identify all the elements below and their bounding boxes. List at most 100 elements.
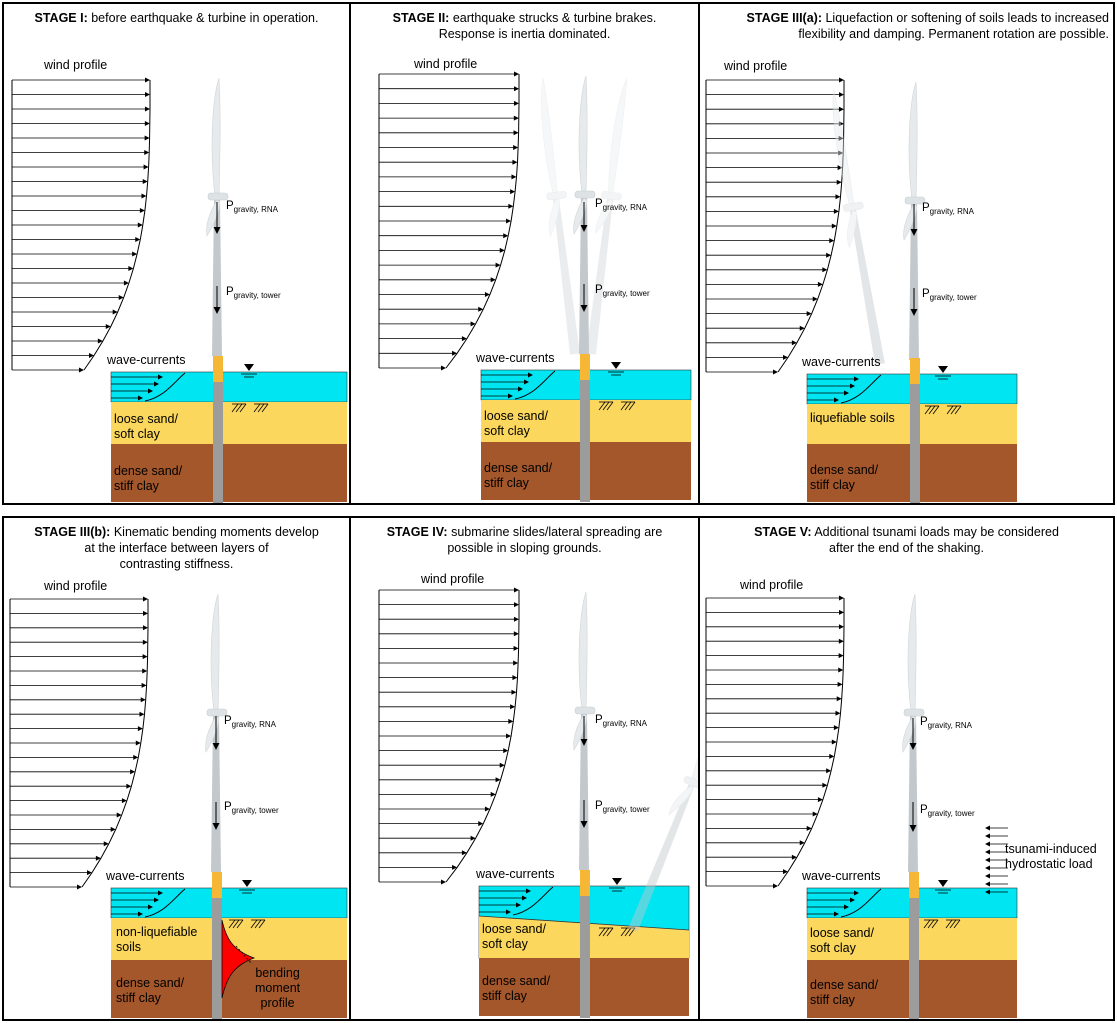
- gravity-arrow-rna: [580, 202, 588, 232]
- wave-current-arrows: [111, 888, 186, 918]
- water-level-triangle: [938, 366, 948, 373]
- wind-arrow-head: [495, 262, 501, 268]
- tsunami-arrow-head: [985, 825, 990, 831]
- hatch-line: [598, 927, 606, 937]
- turbine-tower: [579, 198, 589, 354]
- wind-arrow-head: [484, 292, 490, 297]
- wind-arrow-head: [512, 159, 518, 165]
- wave-arrow-head: [138, 911, 143, 917]
- wind-arrow-head: [142, 639, 148, 645]
- water-layer: [110, 371, 348, 403]
- wind-arrow-head: [144, 135, 150, 141]
- turbine-blade: [832, 89, 855, 208]
- hatch-line: [949, 919, 957, 929]
- stage-3a-title: STAGE III(a): Liquefaction or softening …: [700, 10, 1113, 42]
- wave-current-arrows: [479, 886, 554, 916]
- stage-description-line2: flexibility and damping. Permanent rotat…: [798, 27, 1109, 41]
- wave-arrow-head: [506, 909, 511, 915]
- hatch-line: [606, 401, 614, 411]
- wave-arrow-head: [850, 383, 855, 389]
- stage-description-line2: at the interface between layers of: [84, 541, 269, 555]
- wind-turbine-ghost-right: [586, 78, 628, 355]
- stage-description-line2: after the end of the shaking.: [829, 541, 984, 555]
- tsunami-arrow-head: [985, 849, 990, 855]
- loose-soil-label: loose sand/soft clay: [114, 412, 178, 441]
- wind-arrow-head: [829, 753, 835, 759]
- panel-stage-4: STAGE IV: submarine slides/lateral sprea…: [349, 516, 700, 1021]
- wind-arrow-head: [503, 748, 509, 754]
- loose-soil-label: loose sand/soft clay: [484, 409, 548, 438]
- hatch-line: [239, 403, 247, 413]
- turbine-body: [573, 75, 596, 354]
- wind-profile-envelope: [83, 80, 151, 371]
- wind-arrow-head: [145, 77, 150, 83]
- tsunami-arrow-head: [985, 841, 990, 847]
- hatch-line: [257, 403, 265, 413]
- turbine-blade: [211, 77, 221, 197]
- wave-arrow-head: [154, 897, 159, 903]
- wind-arrow-head: [838, 624, 844, 630]
- hatch-line: [927, 919, 935, 929]
- loose-soil-layer: [111, 402, 347, 444]
- wind-profile-label: wind profile: [740, 578, 804, 592]
- wind-arrow-head: [508, 718, 514, 724]
- turbine-blade: [578, 75, 588, 195]
- wave-arrow-head: [138, 395, 143, 401]
- wave-profile-envelope: [144, 372, 186, 402]
- wind-arrow-head: [143, 596, 148, 602]
- p-gravity-tower-label: Pgravity, tower: [226, 286, 281, 300]
- wind-arrow-head: [144, 92, 150, 97]
- dense-soil-label: dense sand/stiff clay: [482, 974, 551, 1003]
- gravity-arrow-head: [580, 225, 588, 232]
- wind-arrow-head: [799, 840, 805, 846]
- wind-arrow-head: [838, 638, 844, 644]
- gravity-arrow-rna: [910, 204, 918, 236]
- wind-arrow-head: [822, 782, 828, 788]
- turbine-body: [541, 77, 580, 355]
- gravity-arrow-head: [909, 743, 917, 750]
- turbine-blade: [668, 784, 694, 816]
- stage-1-diagram: [11, 77, 348, 503]
- wind-arrow-head: [835, 194, 841, 200]
- wind-arrow-head: [470, 835, 476, 841]
- wave-arrow-head: [158, 890, 163, 896]
- wind-arrow-head: [126, 783, 132, 789]
- wind-arrow-head: [514, 587, 519, 593]
- wave-arrow-head: [522, 895, 527, 901]
- wind-arrow-head: [837, 165, 843, 171]
- p-gravity-tower-label: Pgravity, tower: [595, 800, 650, 814]
- loose-soil-label: loose sand/soft clay: [482, 922, 546, 951]
- turbine-nacelle: [207, 192, 229, 201]
- tsunami-arrow-head: [985, 881, 990, 887]
- wind-arrow-head: [452, 864, 458, 870]
- stage-5-title: STAGE V: Additional tsunami loads may be…: [700, 524, 1113, 556]
- stage-3b-diagram: [9, 593, 348, 1019]
- hatch-line: [953, 919, 961, 929]
- monopile-upper: [909, 872, 919, 898]
- wind-arrow-head: [831, 223, 837, 229]
- turbine-tower: [212, 200, 222, 356]
- wind-arrow-head: [112, 309, 118, 315]
- wind-arrow-head: [441, 879, 446, 885]
- wind-arrow-head: [812, 296, 818, 302]
- wind-arrow-head: [513, 660, 519, 666]
- wind-arrow-head: [461, 850, 467, 856]
- turbine-blade: [908, 81, 918, 201]
- hatch-line: [931, 919, 939, 929]
- wave-arrow-head: [158, 374, 163, 380]
- wave-arrow-head: [844, 390, 849, 396]
- hatch-line: [232, 919, 240, 929]
- hatch-line: [628, 401, 636, 411]
- tsunami-arrow-head: [985, 833, 990, 839]
- wind-profile-arrows: [378, 71, 520, 371]
- wind-arrow-head: [836, 179, 842, 185]
- wind-arrow-head: [773, 883, 778, 889]
- wind-arrow-head: [513, 645, 519, 651]
- seabed-hatch: [923, 919, 961, 929]
- wind-arrow-head: [142, 610, 148, 616]
- wave-arrow-head: [834, 397, 839, 403]
- wind-arrow-head: [141, 193, 147, 199]
- hatch-line: [231, 403, 239, 413]
- wind-arrow-head: [513, 130, 519, 136]
